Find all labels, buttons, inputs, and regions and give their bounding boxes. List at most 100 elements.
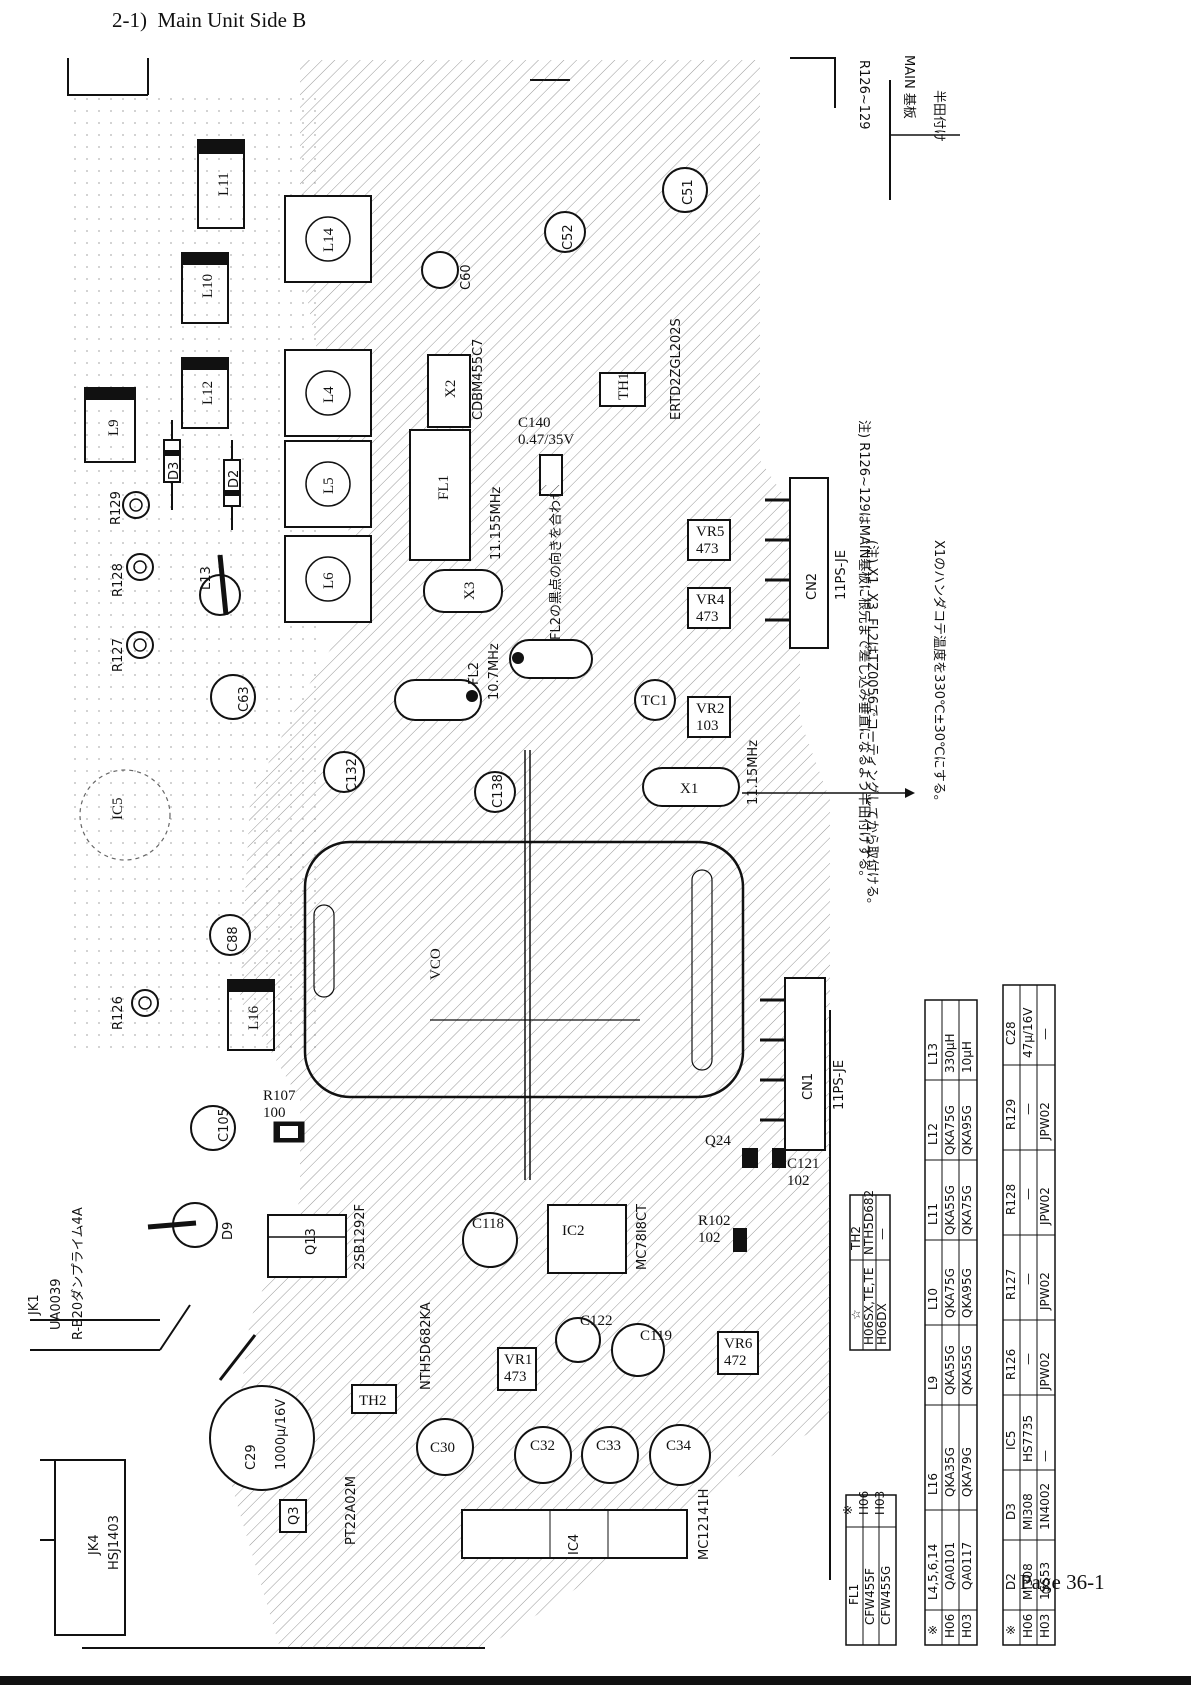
l14-label: L14 (321, 227, 337, 252)
x1-freq: 11.15MHz (746, 740, 761, 805)
trimmer-vr2: VR2 103 (687, 696, 731, 738)
coil-l11: L11 (197, 139, 245, 229)
coil-table-r0c3: QKA55G (943, 1345, 957, 1395)
q13-label: Q13 (304, 1228, 319, 1255)
trimmer-vr6: VR6 472 (717, 1331, 759, 1375)
capacitor-c121: C121 102 (772, 1148, 820, 1189)
th2-part: NTH5D682KA (419, 1302, 434, 1390)
filter-fl1: FL1 (409, 429, 471, 561)
table-semiconductors: ※ D2 D3 IC5 R126 R127 R128 R129 C28 H06 … (1002, 984, 1056, 1646)
regulator-ic4: IC4 MC12141H (461, 1489, 712, 1560)
side-label-solder: 半田付け (931, 90, 946, 142)
ic4-label: IC4 (567, 1534, 582, 1555)
cn1-part: 11PS-JE (832, 1060, 847, 1110)
coil-table-h0: ※ (926, 1625, 940, 1635)
ic5-footprint: IC5 (79, 769, 171, 861)
l9-label: L9 (106, 419, 122, 436)
trimmer-vr4: VR4 473 (687, 587, 731, 629)
q3-part: PT22A02M (344, 1476, 359, 1545)
c121-label: C121 (787, 1156, 820, 1172)
vco-label: VCO (428, 948, 444, 980)
semi-table-h5: R127 (1004, 1269, 1018, 1300)
resistor-r126: R126 (111, 989, 159, 1030)
vco-shield-module: VCO (303, 750, 745, 1180)
semi-table-r0c1: MI308 (1021, 1563, 1035, 1600)
table-th2: ☆ TH2 H06SX,TE,TE NTH5D682 H06DX — (849, 1190, 891, 1351)
r102-label: R102 (698, 1213, 731, 1229)
semi-table-h1: D2 (1004, 1573, 1018, 1590)
resistor-r127: R127 (111, 631, 154, 672)
c29-value: 1000μ/16V (274, 1399, 289, 1470)
jk1-label: JK1 (27, 1294, 42, 1316)
page-number: Page 36-1 (1020, 1570, 1105, 1594)
capacitor-c119: C119 (611, 1323, 672, 1377)
fl1-table-r1c1: CFW455G (879, 1566, 893, 1625)
capacitor-c51: C51 (662, 167, 708, 213)
coil-table-h2: L16 (926, 1473, 940, 1495)
c121-value: 102 (787, 1173, 810, 1189)
semi-table-h3: IC5 (1004, 1430, 1018, 1450)
coil-l14: L14 (284, 195, 372, 283)
c29-label: C29 (244, 1444, 259, 1470)
table-coils: ※ L4,5,6,14 L16 L9 L10 L11 L12 L13 H06 Q… (924, 999, 978, 1646)
semi-table-r0c4: — (1021, 1353, 1035, 1365)
r126-label: R126 (111, 996, 126, 1030)
cn2-part: 11PS-JE (834, 550, 849, 600)
x2-label: X2 (443, 380, 459, 398)
note-r126-129: 注) R126~129はMAIN基板に根元まで差し込み垂直になるよう半田付けする… (856, 420, 871, 883)
r107-label: R107 (263, 1088, 296, 1104)
c119-label: C119 (640, 1328, 672, 1344)
thermistor-th2: TH2 NTH5D682KA (351, 1302, 434, 1414)
coil-l9: L9 (84, 387, 136, 463)
th2-table-r1c1: — (875, 1228, 889, 1240)
coil-l5: L5 (284, 440, 372, 528)
c118-label: C118 (472, 1216, 504, 1232)
capacitor-c105: C105 (190, 1105, 236, 1151)
fl2-orientation-note: FL2の黒点の向きを合わせる (548, 474, 564, 640)
coil-table-r0c5: QKA55G (943, 1185, 957, 1235)
semi-table-h4: R126 (1004, 1349, 1018, 1380)
semi-table-r0c8: 47μ/16V (1021, 1007, 1035, 1058)
c60-label: C60 (459, 264, 474, 290)
vr6-value: 472 (724, 1353, 747, 1369)
c88-label: C88 (226, 926, 241, 952)
th2-table-r1c0: H06DX (875, 1303, 889, 1345)
th2-label: TH2 (359, 1393, 387, 1409)
coil-table-r0c4: QKA75G (943, 1268, 957, 1318)
transistor-q24: Q24 (705, 1133, 758, 1168)
vr2-label: VR2 (696, 701, 724, 717)
th2-table-h1: TH2 (849, 1226, 863, 1251)
capacitor-c33: C33 (581, 1426, 639, 1484)
fl2-label: FL2 (467, 662, 482, 685)
vr1-value: 473 (504, 1369, 527, 1385)
ic2-label: IC2 (562, 1223, 585, 1239)
tc1-label: TC1 (641, 693, 668, 709)
note-coating: (注) X1, X3, FL2はTZ0056でコーティングしてから取付ける。 (864, 540, 879, 911)
semi-table-r1c1: 1SS53 (1038, 1562, 1052, 1600)
c140-label: C140 (518, 415, 551, 431)
l13-label: L13 (199, 566, 214, 590)
vr5-label: VR5 (696, 524, 724, 540)
fl1-table-r1c0: H03 (873, 1491, 887, 1515)
coil-table-r1c1: QA0117 (960, 1542, 974, 1590)
coil-table-r0c1: QA0101 (943, 1542, 957, 1590)
c140-value: 0.47/35V (518, 432, 574, 448)
ic5-label: IC5 (110, 798, 126, 821)
coil-table-h4: L10 (926, 1288, 940, 1310)
fl1-label: FL1 (436, 475, 452, 500)
x3-freq: 11.155MHz (489, 487, 504, 560)
c105-label: C105 (217, 1108, 232, 1142)
c30-label: C30 (430, 1440, 455, 1456)
capacitor-c34: C34 (649, 1424, 711, 1486)
connector-cn1: CN1 11PS-JE (760, 977, 847, 1151)
l12-label: L12 (200, 381, 216, 405)
q3-label: Q3 (287, 1506, 302, 1525)
vr2-value: 103 (696, 718, 719, 734)
ic2-part: MC78I8CT (635, 1204, 650, 1270)
coil-table-r0c7: 330μH (943, 1033, 957, 1073)
coil-l13: L13 (199, 554, 241, 616)
resistor-r102: R102 102 (698, 1213, 747, 1252)
semi-table-h2: D3 (1004, 1503, 1018, 1520)
semi-table-dividers (1003, 1064, 1055, 1611)
coil-table-r1c6: QKA95G (960, 1105, 974, 1155)
